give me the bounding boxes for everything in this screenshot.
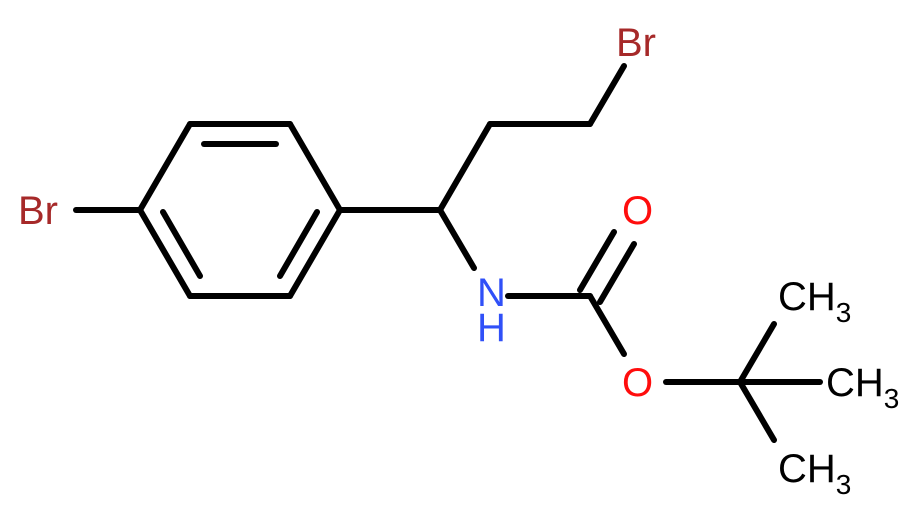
atom-n: N: [477, 271, 506, 315]
bond-ring-c6-c1: [137, 207, 193, 299]
bond-ring-inner-2: [277, 209, 320, 279]
atom-labels: Br Br N H O O CH3 CH3 CH3: [18, 21, 899, 500]
bond-ch-n: [437, 207, 477, 271]
atom-ch3-top: CH3: [778, 275, 851, 328]
bond-c-o-single: [587, 293, 627, 357]
bond-ring-c1-c2: [137, 121, 193, 213]
atom-br-ring: Br: [18, 189, 58, 233]
bond-ch-ch2a: [437, 121, 493, 213]
bonds: [73, 63, 823, 443]
bond-ring-c4-c5: [287, 207, 343, 299]
atom-n-h: H: [477, 306, 506, 350]
bond-ring-c3-c4: [287, 121, 343, 213]
atom-br-chain: Br: [616, 21, 656, 65]
bond-tbu-ch3-bottom: [737, 379, 777, 443]
bond-ring-inner-3: [160, 209, 203, 279]
bond-tbu-ch3-top: [737, 321, 777, 385]
atom-ch3-right: CH3: [826, 361, 899, 414]
bond-c-o-double-a: [577, 229, 617, 293]
bond-ch2b-br: [587, 63, 627, 127]
bond-c-o-double-b: [597, 241, 637, 305]
atom-o-carbonyl: O: [622, 189, 653, 233]
atom-o-ester: O: [622, 361, 653, 405]
atom-ch3-bottom: CH3: [778, 447, 851, 500]
